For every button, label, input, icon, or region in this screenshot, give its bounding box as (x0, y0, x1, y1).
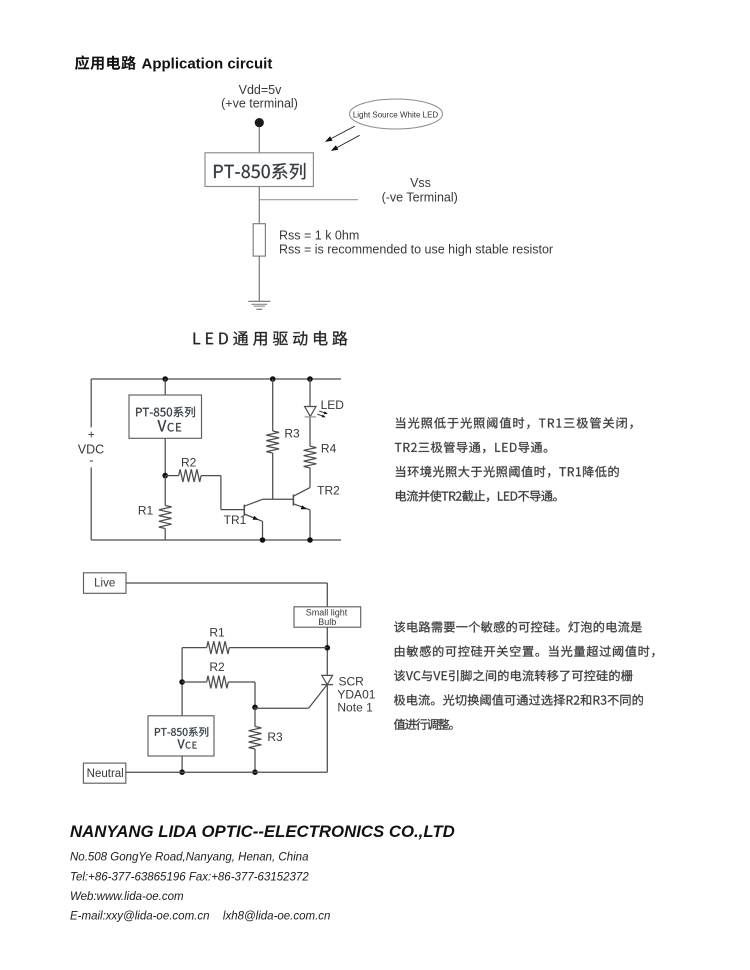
svg-text:Web:www.lida-oe.com: Web:www.lida-oe.com (70, 891, 184, 903)
svg-text:Rss = 1 k 0hm: Rss = 1 k 0hm (279, 229, 359, 243)
svg-text:Neutral: Neutral (87, 768, 124, 780)
svg-text:+: + (88, 428, 95, 442)
svg-text:LED: LED (321, 398, 345, 412)
svg-text:YDA01: YDA01 (337, 688, 375, 702)
svg-text:Bulb: Bulb (318, 617, 336, 627)
svg-text:lxh8@lida-oe.com.cn: lxh8@lida-oe.com.cn (223, 911, 331, 923)
svg-text:Light Source White LED: Light Source White LED (353, 110, 439, 119)
svg-text:R4: R4 (321, 442, 337, 456)
svg-text:R3: R3 (267, 730, 283, 744)
svg-text:R2: R2 (209, 660, 225, 674)
svg-text:Vss: Vss (410, 176, 431, 190)
svg-text:Tel:+86-377-63865196 Fax:+86-3: Tel:+86-377-63865196 Fax:+86-377-6315237… (70, 872, 309, 884)
svg-text:VDC: VDC (78, 443, 104, 457)
svg-text:(+ve terminal): (+ve terminal) (221, 97, 298, 111)
svg-text:(-ve Terminal): (-ve Terminal) (382, 191, 458, 205)
svg-text:TR2: TR2 (317, 484, 340, 498)
svg-text:R1: R1 (209, 626, 225, 640)
svg-text:TR1: TR1 (224, 513, 247, 527)
svg-text:Application circuit: Application circuit (142, 56, 273, 73)
svg-text:R2: R2 (181, 456, 197, 470)
svg-text:R3: R3 (284, 427, 300, 441)
svg-text:Note 1: Note 1 (337, 701, 373, 715)
svg-text:R1: R1 (138, 504, 154, 518)
svg-text:Live: Live (94, 578, 115, 590)
svg-text:E-mail:xxy@lida-oe.com.cn: E-mail:xxy@lida-oe.com.cn (70, 911, 210, 923)
svg-text:Small light: Small light (306, 608, 348, 618)
svg-text:No.508 GongYe Road,Nanyang, He: No.508 GongYe Road,Nanyang, Henan, China (70, 852, 308, 864)
svg-text:Vdd=5v: Vdd=5v (239, 83, 282, 97)
svg-text:Rss = is recommended to use hi: Rss = is recommended to use high stable … (279, 243, 553, 257)
svg-text:-: - (89, 453, 93, 468)
svg-text:SCR: SCR (339, 675, 365, 689)
svg-text:NANYANG LIDA OPTIC--ELECTRONIC: NANYANG LIDA OPTIC--ELECTRONICS CO.,LTD (70, 822, 455, 841)
